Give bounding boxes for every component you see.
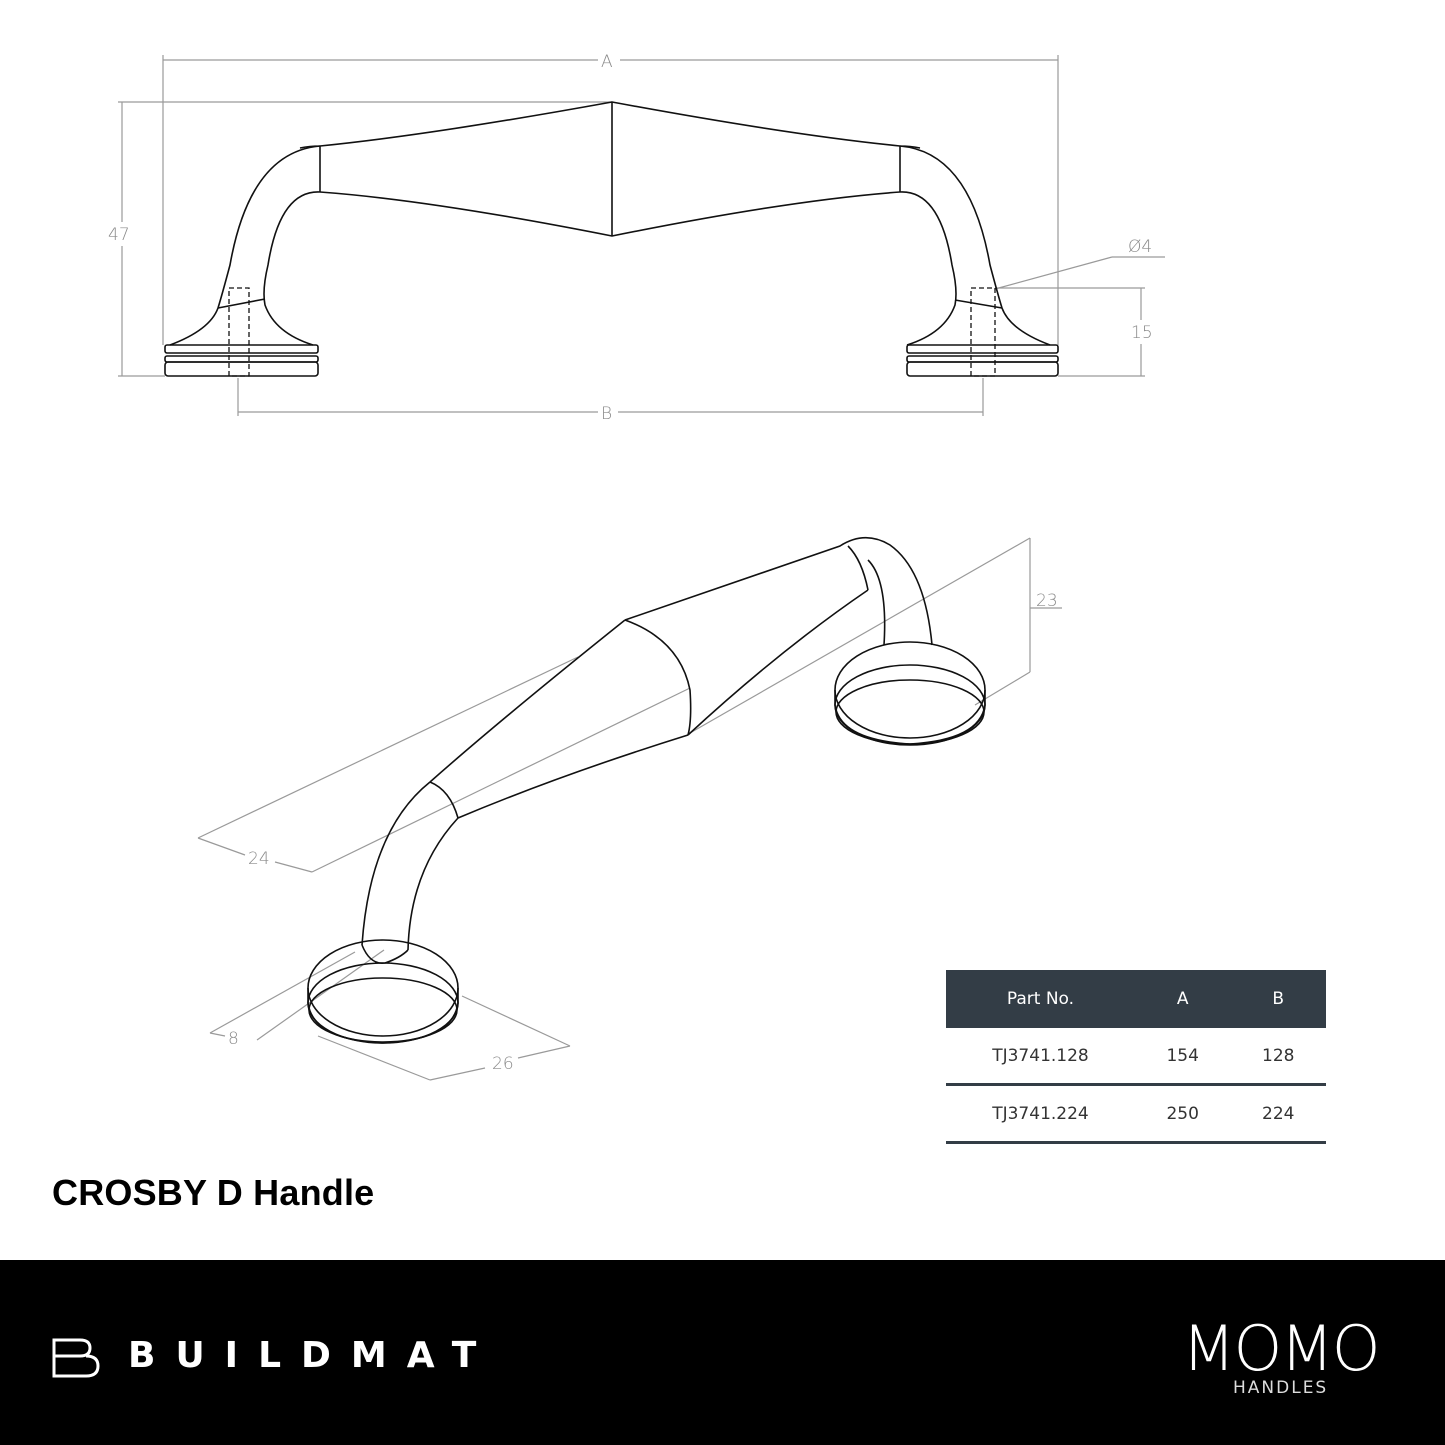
spec-table: Part No. A B TJ3741.128 154 128 TJ3741.2…	[946, 970, 1326, 1144]
buildmat-wordmark: BUILDMAT	[128, 1335, 497, 1376]
svg-text:Ø4: Ø4	[1128, 237, 1152, 257]
svg-text:B: B	[601, 404, 612, 424]
buildmat-logo-icon	[52, 1338, 100, 1378]
header-b: B	[1230, 970, 1326, 1028]
technical-drawing: A B 47 Ø4 15	[108, 52, 1165, 1081]
iso-view-handle-outline	[307, 536, 986, 1044]
product-title: CROSBY D Handle	[52, 1172, 375, 1213]
iso-view-dimension-labels: 23 24 8 26	[228, 591, 1058, 1074]
cell-b: 224	[1230, 1084, 1326, 1144]
header-a: A	[1134, 970, 1231, 1028]
svg-text:23: 23	[1036, 591, 1058, 611]
svg-text:8: 8	[228, 1029, 239, 1049]
footer-bar	[0, 1260, 1445, 1445]
front-view-dimension-lines	[118, 55, 1165, 416]
front-view-fixing-holes	[228, 287, 996, 377]
header-part-no: Part No.	[946, 970, 1135, 1028]
cell-a: 154	[1134, 1028, 1231, 1086]
svg-text:26: 26	[492, 1054, 514, 1074]
iso-view-dimension-lines	[197, 537, 1062, 1081]
cell-part-no: TJ3741.128	[946, 1028, 1135, 1086]
front-view-dimension-labels: A B 47 Ø4 15	[108, 52, 1153, 424]
svg-text:24: 24	[248, 849, 270, 869]
cell-a: 250	[1134, 1084, 1231, 1144]
front-view-handle-outline	[164, 101, 1059, 377]
svg-text:15: 15	[1131, 323, 1153, 343]
table-row: TJ3741.128 154 128	[946, 1028, 1326, 1086]
table-row: TJ3741.224 250 224	[946, 1084, 1326, 1144]
cell-b: 128	[1230, 1028, 1326, 1086]
svg-text:47: 47	[108, 225, 130, 245]
cell-part-no: TJ3741.224	[946, 1084, 1135, 1144]
momo-subtitle: HANDLES	[1233, 1378, 1329, 1398]
svg-text:A: A	[601, 52, 613, 72]
table-header-row: Part No. A B	[946, 970, 1326, 1028]
momo-wordmark: MOMO	[1182, 1312, 1381, 1385]
